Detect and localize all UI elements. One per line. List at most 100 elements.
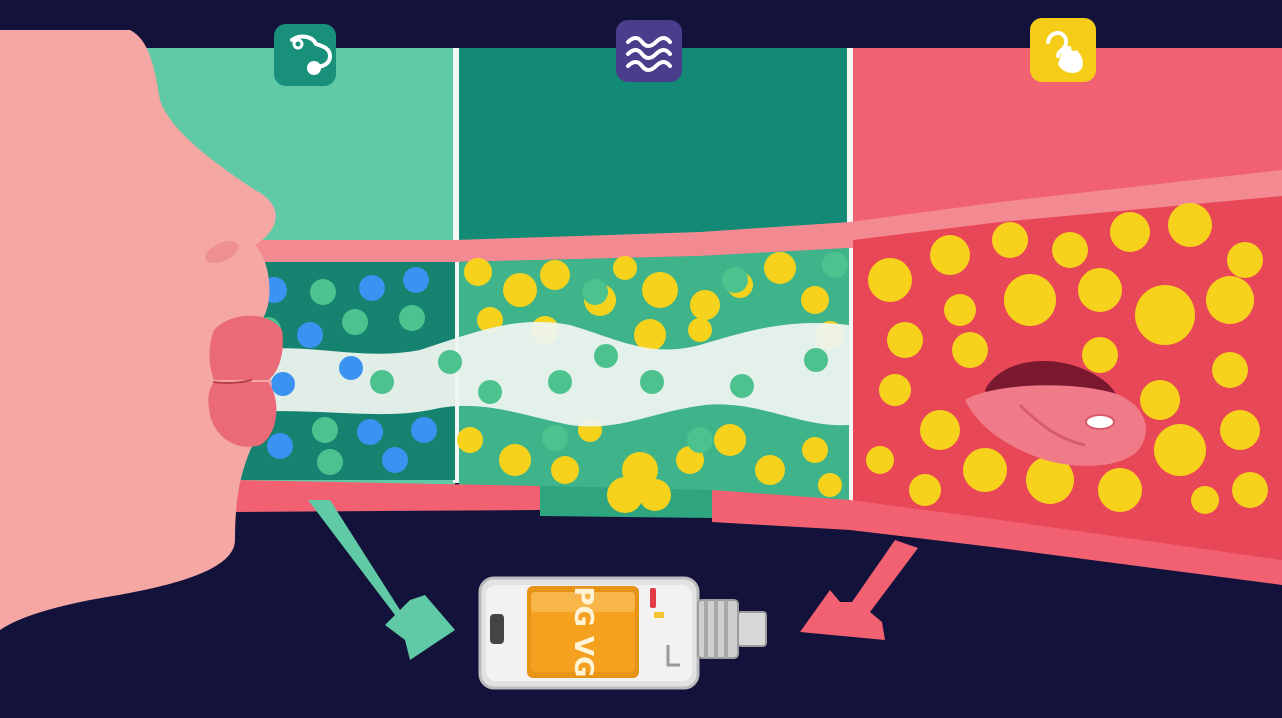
yellow-particle (909, 474, 941, 506)
flavor-particles (457, 203, 1268, 514)
yellow-particle (1206, 276, 1254, 324)
yellow-particle (1154, 424, 1206, 476)
tongue (965, 385, 1146, 466)
upper-lip (209, 315, 283, 380)
yellow-particle (1052, 232, 1088, 268)
yellow-particle (551, 456, 579, 484)
vapor-particle (640, 370, 664, 394)
yellow-particle (634, 319, 666, 351)
yellow-particle (930, 235, 970, 275)
yellow-particle (1140, 380, 1180, 420)
yellow-particle (1220, 410, 1260, 450)
yellow-particle (676, 446, 704, 474)
small-particle (359, 275, 385, 301)
small-particle (317, 449, 343, 475)
tongue-crease (1018, 403, 1086, 447)
small-particle (310, 279, 336, 305)
small-particle (582, 279, 608, 305)
small-particle (403, 267, 429, 293)
yellow-particle (540, 260, 570, 290)
yellow-particle (1135, 285, 1195, 345)
small-particle (411, 417, 437, 443)
small-particle (297, 322, 323, 348)
yellow-particle (499, 444, 531, 476)
small-particle (342, 309, 368, 335)
yellow-particle (613, 256, 637, 280)
vapor-particle (339, 356, 363, 380)
yellow-particle (1232, 472, 1268, 508)
vapor-particle (370, 370, 394, 394)
small-particle (399, 305, 425, 331)
vapor-stream (250, 321, 849, 427)
small-particle (822, 252, 848, 278)
flavor-taste-icon (1030, 18, 1096, 82)
yellow-particle (887, 322, 923, 358)
face-profile (0, 30, 279, 630)
tube-top-wall (230, 170, 1282, 264)
yellow-particle (992, 222, 1028, 258)
panel-divider-left (453, 48, 459, 483)
yellow-particle (1227, 242, 1263, 278)
yellow-particle (963, 448, 1007, 492)
yellow-particle (639, 479, 671, 511)
vapor-particle (804, 348, 828, 372)
yellow-particle (690, 290, 720, 320)
yellow-particle (944, 294, 976, 326)
small-particle (687, 427, 713, 453)
yellow-particle (464, 258, 492, 286)
small-particle (357, 419, 383, 445)
vapor-particle (271, 372, 295, 396)
throat-hit-icon (274, 24, 336, 86)
yellow-particle (1082, 337, 1118, 373)
vapor-particle (594, 344, 618, 368)
vapor-particle (730, 374, 754, 398)
lip-line (212, 379, 253, 385)
cartridge-slot (490, 614, 504, 644)
vape-cartridge: PG VG (478, 576, 767, 690)
tube-bottom-wall-right (712, 490, 1282, 585)
yellow-particle (801, 286, 829, 314)
vapor-particle (438, 350, 462, 374)
yellow-particle (952, 332, 988, 368)
small-particle (382, 447, 408, 473)
yellow-particle (764, 252, 796, 284)
vapor-particle (478, 380, 502, 404)
small-particle (542, 425, 568, 451)
small-particle (267, 433, 293, 459)
nostril (205, 240, 239, 264)
yellow-particle (868, 258, 912, 302)
vapor-particle (548, 370, 572, 394)
yellow-particle (503, 273, 537, 307)
yellow-particle (866, 446, 894, 474)
red-arrow (800, 540, 918, 640)
yellow-particle (477, 307, 503, 333)
yellow-particle (1110, 212, 1150, 252)
panel-divider-right (847, 48, 853, 503)
yellow-particle (818, 473, 842, 497)
vapor-waves-icon (616, 20, 682, 82)
yellow-particle (1004, 274, 1056, 326)
cartridge-label: PG VG (568, 587, 598, 678)
green-arrow (308, 500, 455, 660)
yellow-particle (1212, 352, 1248, 388)
yellow-particle (607, 477, 643, 513)
small-particle (312, 417, 338, 443)
lower-lip (208, 382, 277, 447)
yellow-particle (1026, 456, 1074, 504)
yellow-particle (879, 374, 911, 406)
yellow-particle (755, 455, 785, 485)
small-particle (722, 267, 748, 293)
yellow-particle (920, 410, 960, 450)
tongue-taste-bud (1085, 414, 1115, 430)
yellow-particle (1078, 268, 1122, 312)
yellow-particle (1168, 203, 1212, 247)
yellow-particle (688, 318, 712, 342)
vapor-dots (271, 344, 828, 404)
yellow-particle (457, 427, 483, 453)
yellow-particle (1098, 468, 1142, 512)
yellow-particle (714, 424, 746, 456)
yellow-particle (802, 437, 828, 463)
yellow-particle (1191, 486, 1219, 514)
